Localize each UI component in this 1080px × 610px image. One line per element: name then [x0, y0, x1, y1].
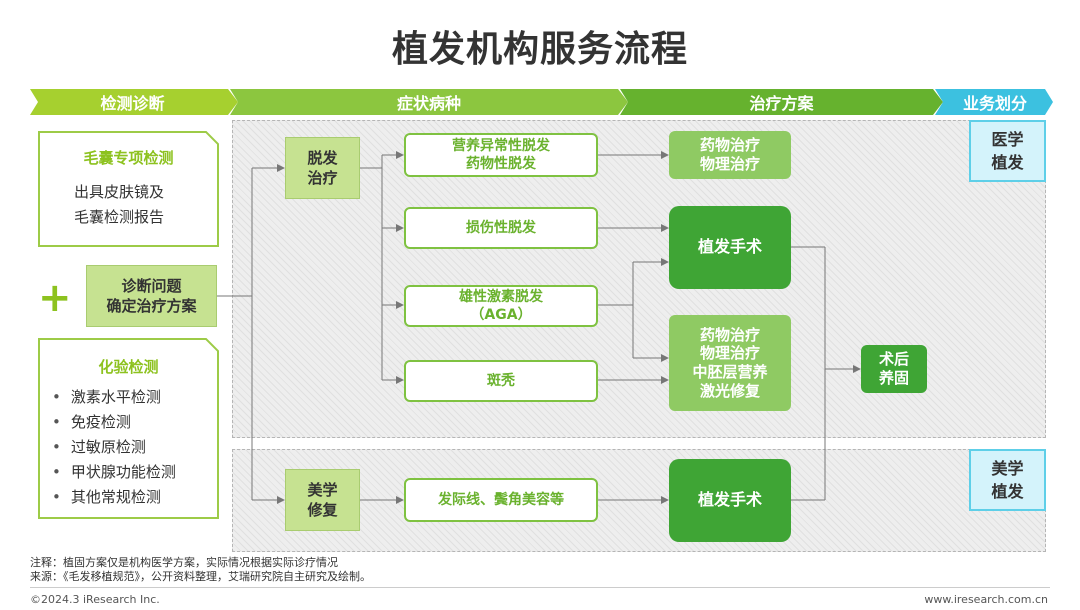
lab-item-other: 其他常规检测 [52, 485, 217, 510]
category-aesthetic: 美学 修复 [285, 469, 360, 531]
page-title: 植发机构服务流程 [391, 29, 688, 70]
treatment-drug-line-1: 药物治疗 [699, 136, 760, 155]
business-medical: 医学 植发 [969, 120, 1046, 182]
category-hair-loss: 脱发 治疗 [285, 137, 360, 199]
follicle-test-line-2: 毛囊检测报告 [74, 208, 165, 226]
chevron-shape-3 [620, 89, 943, 115]
treatment-combo: 药物治疗 物理治疗 中胚层营养 激光修复 [669, 315, 791, 411]
symptom-hairline: 发际线、鬓角美容等 [404, 478, 598, 522]
lab-item-allergen: 过敏原检测 [52, 435, 217, 460]
stage-chevron-bar [30, 89, 1053, 115]
category-hair-loss-line-1: 脱发 [307, 148, 338, 167]
diagnosis-box: 诊断问题 确定治疗方案 [86, 265, 217, 327]
symptom-nutrition-line-1: 营养异常性脱发 [452, 137, 550, 154]
treatment-combo-line-1: 药物治疗 [699, 325, 760, 344]
footer-divider [30, 587, 1050, 588]
chevron-shape-4 [935, 89, 1053, 115]
follicle-test-line-1: 出具皮肤镜及 [74, 183, 165, 201]
stage-symptoms: 症状病种 [396, 94, 461, 113]
diagnosis-line-2: 确定治疗方案 [106, 297, 197, 315]
lab-item-thyroid: 甲状腺功能检测 [52, 460, 217, 485]
stage-business: 业务划分 [962, 94, 1027, 113]
treatment-combo-line-4: 激光修复 [699, 381, 760, 400]
symptom-aga-line-1: 雄性激素脱发 [459, 288, 543, 305]
treatment-transplant-top: 植发手术 [669, 206, 791, 289]
category-aesthetic-line-1: 美学 [307, 480, 338, 499]
category-hair-loss-line-2: 治疗 [307, 169, 338, 187]
footer-website[interactable]: www.iresearch.com.cn [924, 593, 1048, 606]
business-medical-line-2: 植发 [991, 153, 1024, 172]
stage-detection: 检测诊断 [100, 94, 165, 113]
chevron-shape-1 [30, 89, 238, 115]
diagnosis-line-1: 诊断问题 [121, 276, 182, 295]
symptom-baldness: 斑秃 [404, 360, 598, 402]
stage-treatment: 治疗方案 [749, 94, 814, 113]
treatment-drug-line-2: 物理治疗 [699, 155, 760, 173]
panel-corner-fold [205, 338, 219, 352]
business-aesthetic-line-2: 植发 [991, 482, 1024, 501]
symptom-injury: 损伤性脱发 [404, 207, 598, 249]
business-aesthetic: 美学 植发 [969, 449, 1046, 511]
treatment-combo-line-3: 中胚层营养 [692, 363, 768, 381]
post-care-box: 术后 养固 [861, 345, 927, 393]
post-care-line-2: 养固 [878, 369, 909, 387]
lab-test-panel: 化验检测 激素水平检测 免疫检测 过敏原检测 甲状腺功能检测 其他常规检测 [38, 338, 219, 519]
treatment-drug-physical: 药物治疗 物理治疗 [669, 131, 791, 179]
symptom-aga-line-2: （AGA） [470, 307, 532, 323]
lab-item-immune: 免疫检测 [52, 410, 217, 435]
chevron-shape-2 [230, 89, 628, 115]
treatment-combo-line-2: 物理治疗 [699, 344, 760, 363]
footer-copyright: ©2024.3 iResearch Inc. [30, 593, 160, 606]
symptom-aga: 雄性激素脱发 （AGA） [404, 285, 598, 327]
lab-test-title: 化验检测 [98, 358, 159, 376]
follicle-test-panel: 毛囊专项检测 出具皮肤镜及 毛囊检测报告 [38, 131, 219, 247]
lab-item-hormone: 激素水平检测 [52, 385, 217, 410]
business-aesthetic-line-1: 美学 [991, 458, 1024, 478]
treatment-transplant-bottom: 植发手术 [669, 459, 791, 542]
plus-icon: + [38, 275, 72, 321]
follicle-test-title: 毛囊专项检测 [83, 149, 174, 167]
source-text: 来源：《毛发移植规范》，公开资料整理，艾瑞研究院自主研究及绘制。 [30, 570, 371, 583]
panel-corner-fold [205, 131, 219, 145]
symptom-nutrition-line-2: 药物性脱发 [466, 156, 536, 172]
category-aesthetic-line-2: 修复 [307, 501, 338, 519]
symptom-nutrition-drug: 营养异常性脱发 药物性脱发 [404, 133, 598, 177]
note-text: 注释：植固方案仅是机构医学方案，实际情况根据实际诊疗情况 [30, 556, 338, 569]
business-medical-line-1: 医学 [991, 129, 1024, 149]
post-care-line-1: 术后 [878, 349, 909, 368]
medical-band [232, 120, 1046, 438]
